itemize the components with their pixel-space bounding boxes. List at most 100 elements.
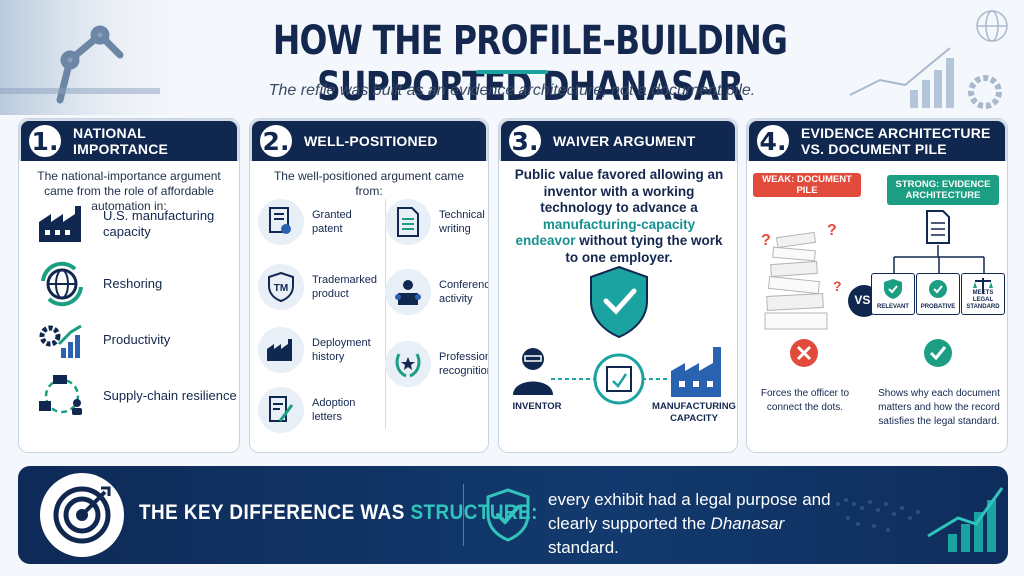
x-mark-icon — [790, 339, 818, 367]
list-item: Conference activity — [385, 269, 488, 315]
chip-icon — [593, 353, 645, 405]
panel-header: 3. WAIVER ARGUMENT — [499, 119, 737, 161]
trademark-shield-icon: TM — [258, 264, 304, 310]
panel-title: NATIONAL IMPORTANCE — [73, 125, 169, 157]
panel-number: 3. — [507, 123, 543, 159]
globe-icon — [976, 10, 1008, 42]
panel-well-positioned: 2. WELL-POSITIONED The well-positioned a… — [249, 118, 489, 453]
document-pile-icon: ? ? ? — [761, 222, 842, 330]
list-item-label: Trademarked product — [312, 274, 378, 300]
waiver-diagram — [513, 265, 721, 405]
shield-check-icon — [590, 265, 648, 339]
criterion-label: PROBATIVE — [920, 304, 956, 310]
panel-header: 2. WELL-POSITIONED — [250, 119, 488, 161]
world-map-growth-art — [836, 487, 1004, 552]
list-item-label: Productivity — [103, 332, 171, 347]
key-difference-banner: THE KEY DIFFERENCE WAS STRUCTURE: every … — [18, 466, 1008, 564]
document-icon — [385, 199, 431, 245]
banner-text-b: standard. — [548, 538, 619, 557]
banner-text-emphasis: Dhanasar — [710, 514, 785, 533]
list-item-label: Professional recognition — [439, 351, 489, 377]
criterion-box: MEETS LEGAL STANDARD — [961, 273, 1005, 315]
capacity-label: MANUFACTURING CAPACITY — [652, 401, 736, 424]
supply-chain-icon — [33, 373, 91, 419]
waiver-text-highlight: manufacturing-capacity endeavor — [515, 216, 696, 249]
strong-caption: Shows why each document matters and how … — [878, 388, 1000, 427]
shield-check-icon — [486, 488, 530, 542]
scales-icon — [973, 278, 993, 294]
title-accent-rule — [476, 70, 548, 74]
banner-text-a: every exhibit had a legal purpose and cl… — [548, 490, 831, 533]
page-subtitle: The refile was built as an evidence arch… — [268, 82, 756, 99]
inventor-icon — [513, 348, 553, 395]
banner-divider — [463, 484, 464, 546]
list-item-label: U.S. manufacturing capacity — [103, 208, 215, 239]
list-item-label: Adoption letters — [312, 397, 356, 423]
factory-icon — [671, 347, 721, 397]
list-item: Productivity — [33, 317, 239, 363]
letter-pen-icon — [258, 387, 304, 433]
list-item: TM Trademarked product — [258, 264, 378, 310]
panel-title: EVIDENCE ARCHITECTURE VS. DOCUMENT PILE — [801, 125, 991, 157]
check-mark-icon — [924, 339, 952, 367]
criterion-box: RELEVANT — [871, 273, 915, 315]
weak-tag: WEAK: DOCUMENT PILE — [753, 173, 861, 197]
growth-chart-icon — [910, 58, 954, 108]
weak-caption: Forces the officer to connect the dots. — [760, 388, 850, 413]
criterion-box: PROBATIVE — [916, 273, 960, 315]
list-item: Technical writing — [385, 199, 488, 245]
strong-tag: STRONG: EVIDENCE ARCHITECTURE — [887, 175, 999, 205]
document-icon — [926, 210, 950, 244]
waiver-statement: Public value favored allowing an invento… — [513, 167, 725, 266]
svg-text:?: ? — [833, 278, 842, 294]
banner-text: every exhibit had a legal purpose and cl… — [548, 488, 848, 560]
panel-title: WELL-POSITIONED — [304, 133, 438, 149]
criterion-label: RELEVANT — [877, 304, 909, 310]
list-item: Deployment history — [258, 327, 376, 373]
list-item-label: Conference activity — [439, 279, 488, 305]
panel-number: 2. — [258, 123, 294, 159]
panel-number: 4. — [755, 123, 791, 159]
list-item: Reshoring — [33, 261, 239, 307]
list-item: Granted patent — [258, 199, 376, 245]
list-item-label: Deployment history — [312, 337, 371, 363]
criterion-label: MEETS LEGAL STANDARD — [966, 290, 1000, 310]
panel-waiver-argument: 3. WAIVER ARGUMENT Public value favored … — [498, 118, 738, 453]
panel-evidence-architecture: 4. EVIDENCE ARCHITECTURE VS. DOCUMENT PI… — [746, 118, 1008, 453]
productivity-gear-chart-icon — [33, 317, 91, 363]
presenter-icon — [385, 269, 431, 315]
comparison-diagram: ? ? ? — [761, 210, 985, 367]
panel-header: 1. NATIONAL IMPORTANCE — [19, 119, 239, 161]
shield-check-icon — [884, 279, 902, 299]
list-item: Adoption letters — [258, 387, 376, 433]
panel-national-importance: 1. NATIONAL IMPORTANCE The national-impo… — [18, 118, 240, 453]
factory-icon — [33, 201, 91, 247]
list-item-label: Reshoring — [103, 276, 163, 291]
check-circle-icon — [929, 280, 947, 298]
panel-header: 4. EVIDENCE ARCHITECTURE VS. DOCUMENT PI… — [747, 119, 1007, 161]
patent-certificate-icon — [258, 199, 304, 245]
list-item: Professional recognition — [385, 341, 489, 387]
panel-intro: The national-importance argument came fr… — [37, 169, 221, 213]
panel-title: WAIVER ARGUMENT — [553, 133, 696, 149]
list-item: Supply-chain resilience — [33, 373, 239, 419]
svg-text:?: ? — [827, 222, 837, 239]
banner-lead-text: THE KEY DIFFERENCE WAS — [139, 501, 411, 524]
waiver-text-b: without tying the work to one employer. — [565, 233, 723, 265]
list-item: U.S. manufacturing capacity — [33, 201, 239, 247]
banner-lead: THE KEY DIFFERENCE WAS STRUCTURE: — [139, 501, 538, 525]
gear-icon — [968, 75, 1002, 109]
list-item-label: Granted patent — [312, 209, 352, 235]
svg-text:TM: TM — [274, 283, 288, 294]
inventor-label: INVENTOR — [512, 401, 562, 412]
list-item-label: Technical writing — [439, 209, 485, 235]
award-laurel-icon — [385, 341, 431, 387]
factory-icon — [258, 327, 304, 373]
target-arrow-icon — [40, 473, 124, 557]
column-divider — [385, 199, 386, 429]
vs-label: VS. — [854, 293, 874, 307]
svg-text:?: ? — [761, 232, 771, 249]
panel-number: 1. — [27, 123, 63, 159]
list-item-label: Supply-chain resilience — [103, 388, 237, 403]
